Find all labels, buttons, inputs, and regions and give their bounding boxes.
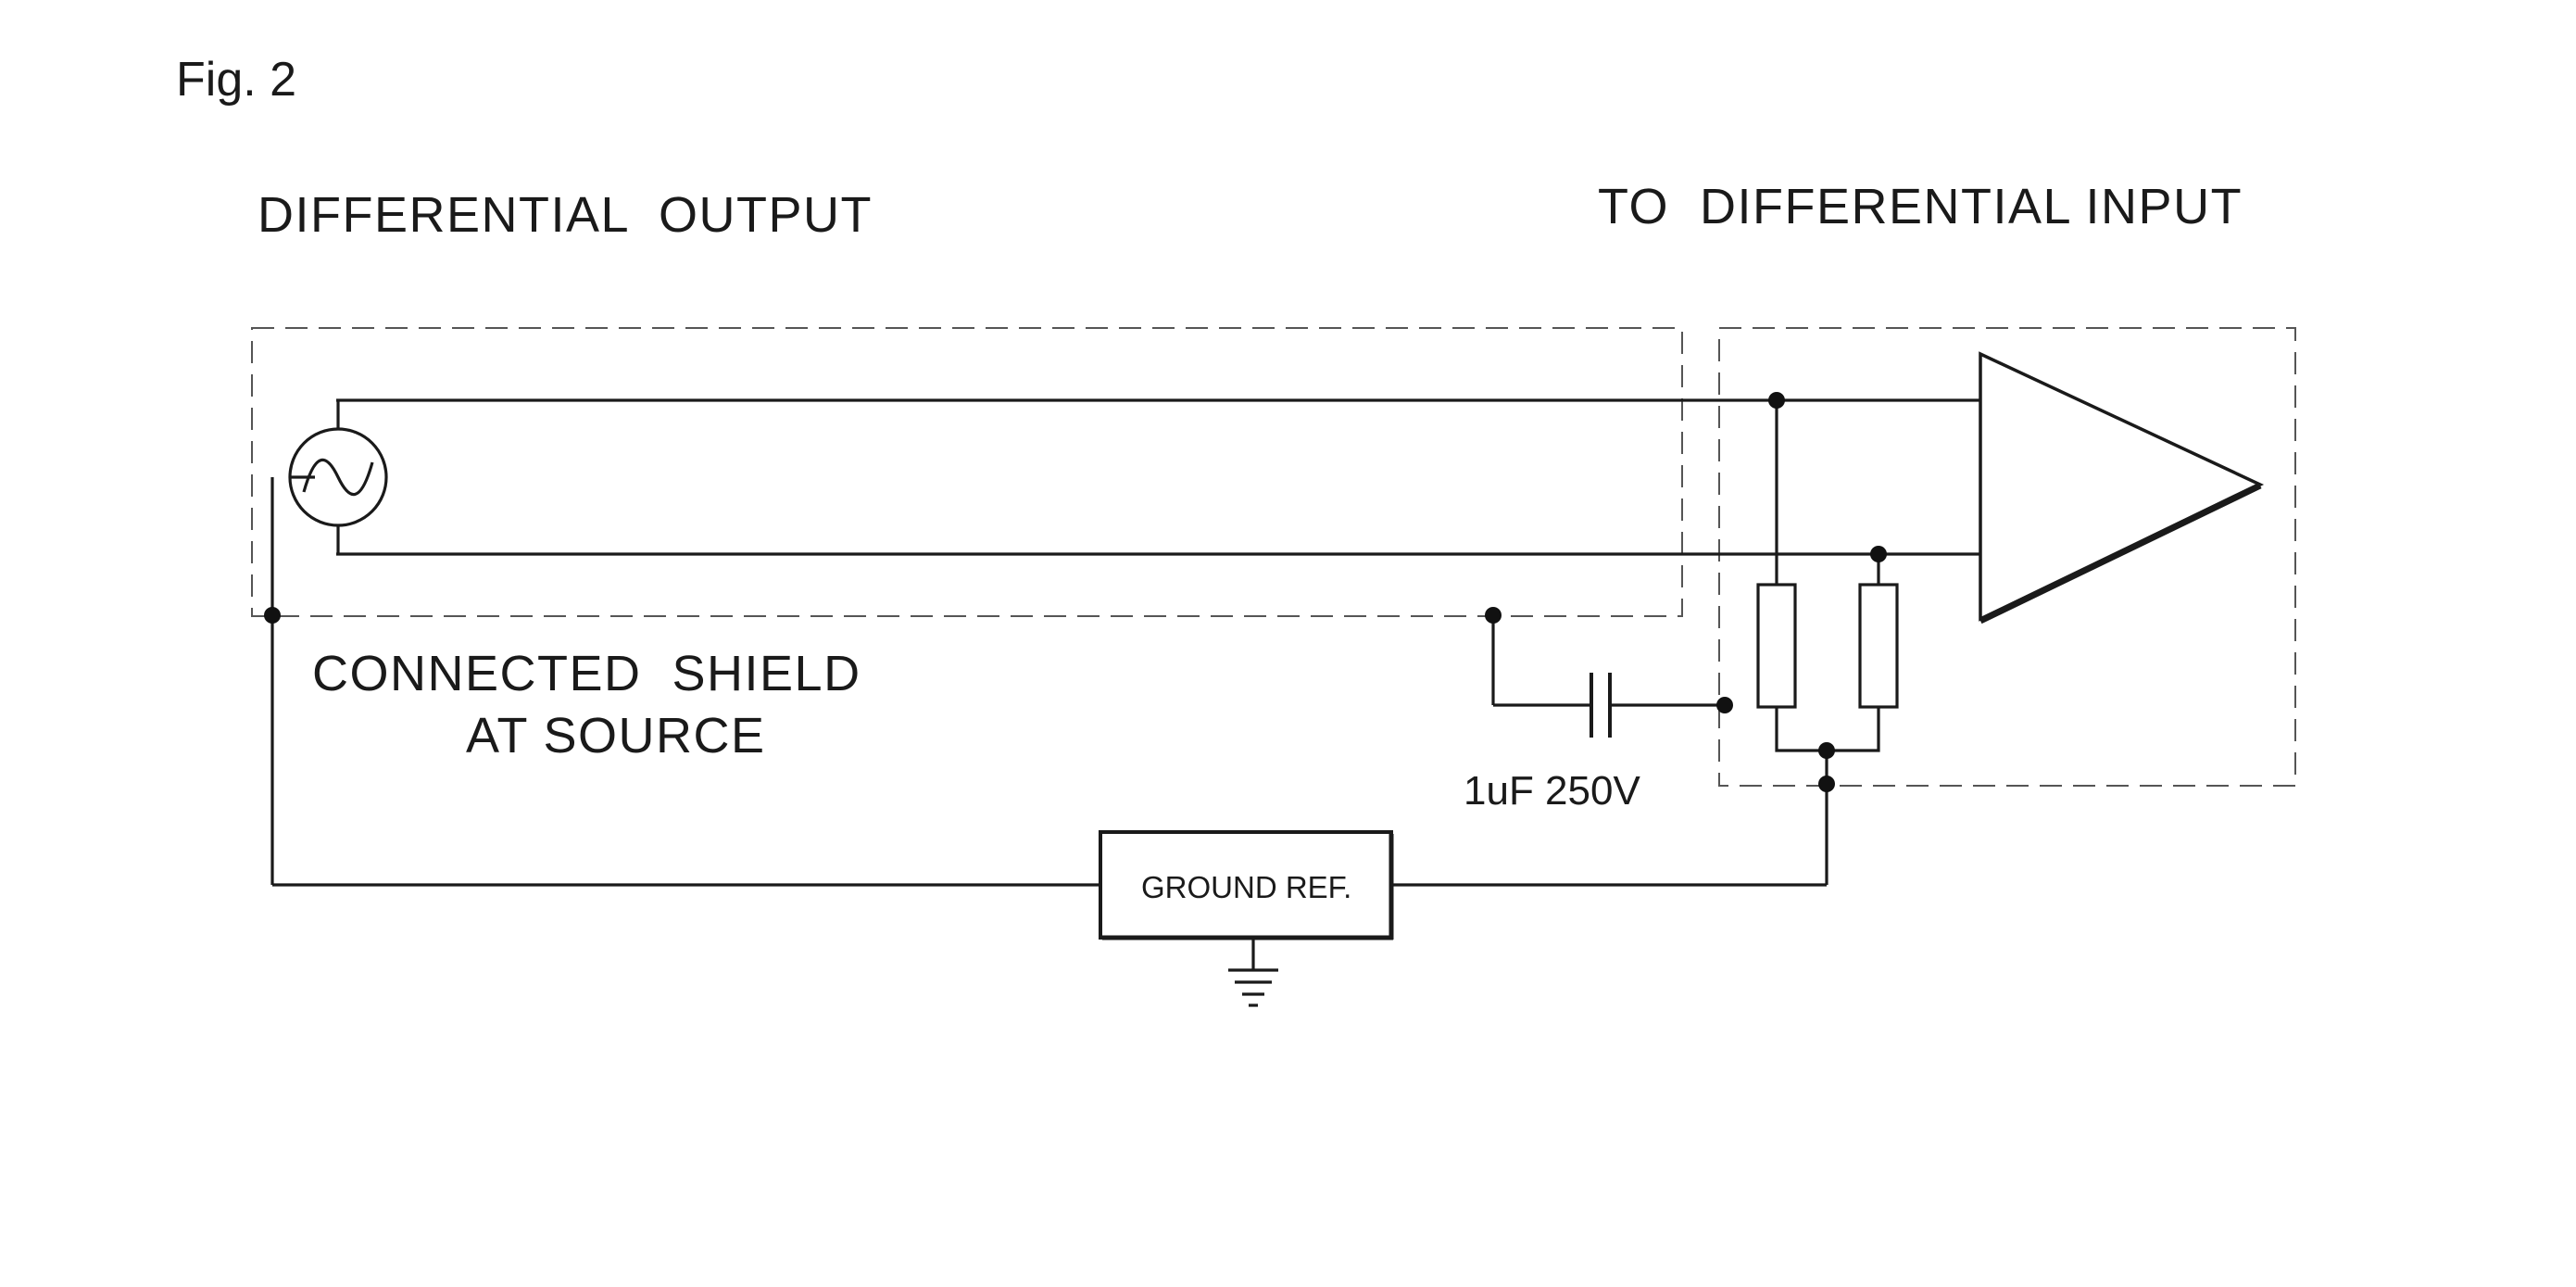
to-differential-input-label: TO DIFFERENTIAL INPUT	[1598, 179, 2243, 234]
junction-dot	[1870, 546, 1887, 562]
resistor-icon	[1858, 583, 1899, 709]
connected-shield-label-line1: CONNECTED SHIELD	[312, 646, 861, 701]
connected-shield-label-line2: AT SOURCE	[466, 708, 766, 763]
junction-dot	[1485, 607, 1502, 624]
differential-amplifier-icon	[1979, 351, 2265, 625]
junction-dot	[1818, 776, 1835, 792]
ground-ref-box	[1099, 830, 1394, 940]
capacitor-value-label: 1uF 250V	[1464, 768, 1640, 814]
figure-label: Fig. 2	[176, 53, 296, 107]
junction-dot	[1818, 742, 1835, 759]
shield-box	[251, 327, 1683, 617]
ground-icon	[1228, 938, 1278, 1007]
junction-dot	[264, 607, 281, 624]
junction-dot	[1716, 697, 1733, 713]
resistor-icon	[1756, 583, 1797, 709]
input-box	[1718, 327, 2296, 787]
junction-dot	[1768, 392, 1785, 409]
capacitor-icon	[1590, 673, 1612, 738]
ground-ref-label: GROUND REF.	[1141, 870, 1351, 904]
differential-output-label: DIFFERENTIAL OUTPUT	[258, 187, 873, 243]
ac-source-icon	[288, 400, 388, 554]
